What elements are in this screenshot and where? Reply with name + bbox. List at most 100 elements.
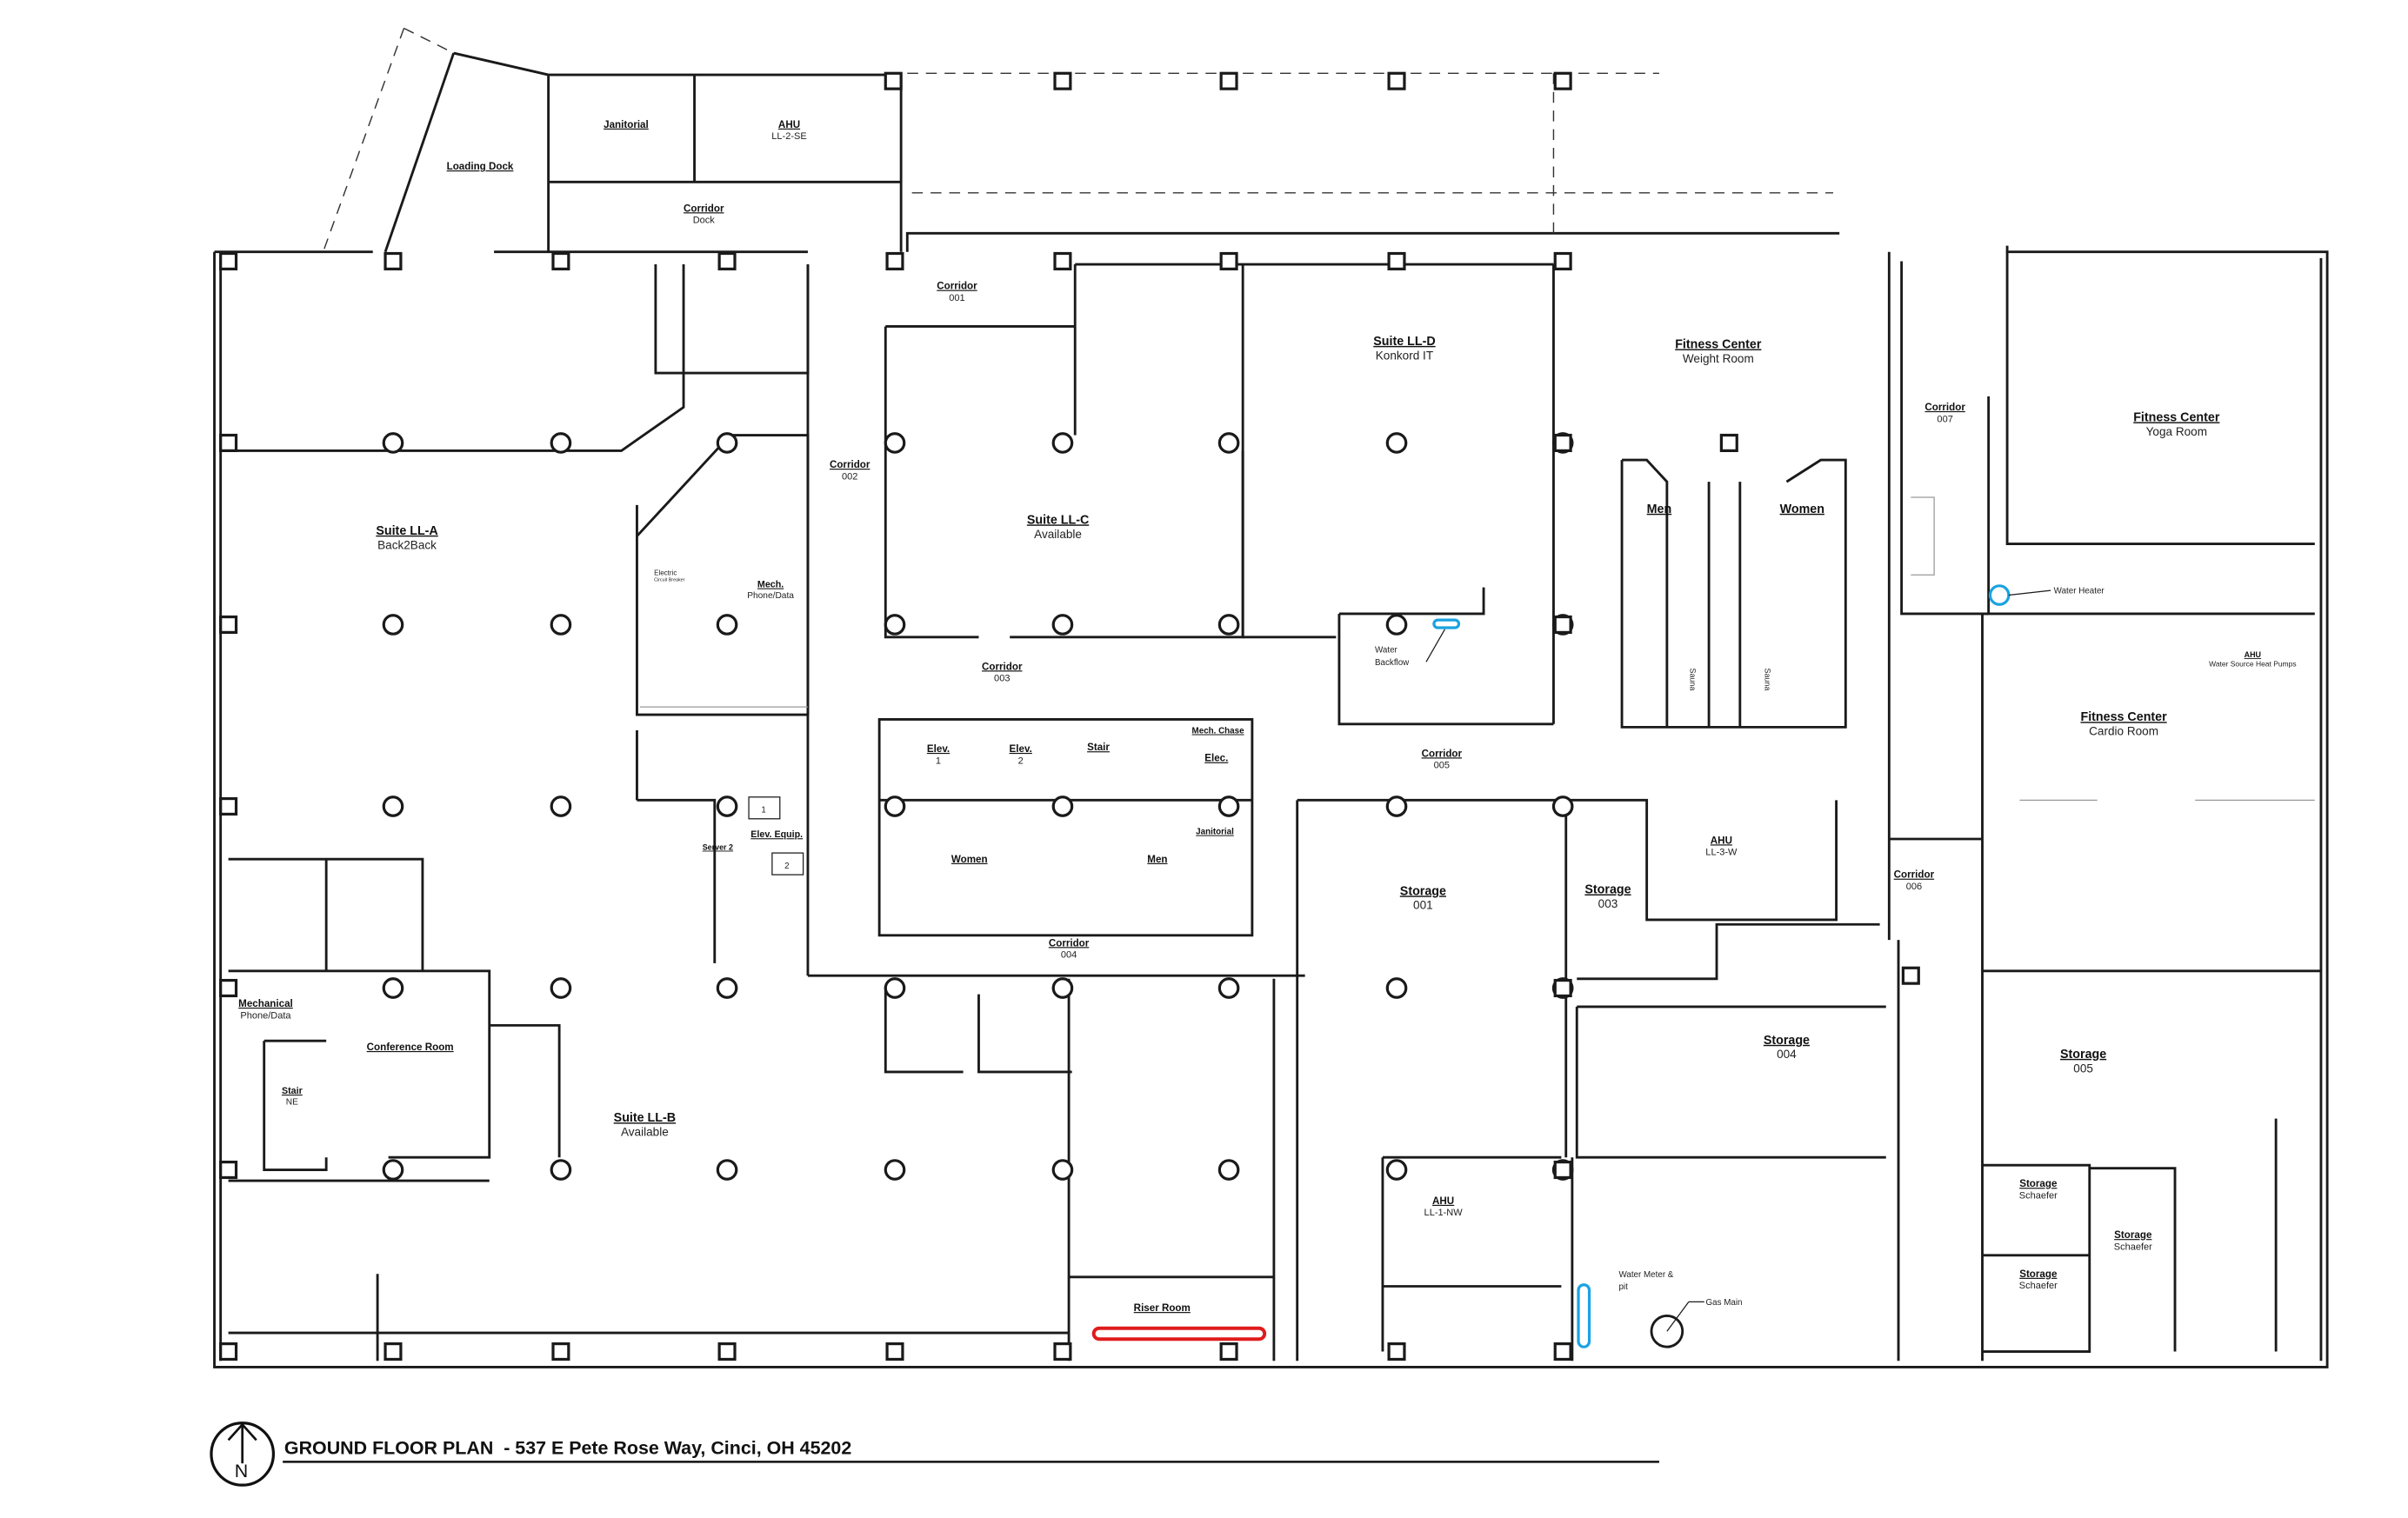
column-square xyxy=(551,251,570,270)
column-round xyxy=(382,432,404,454)
sauna-label-b: Sauna xyxy=(1763,668,1771,690)
room-name: Stair xyxy=(282,1086,303,1096)
room-subtitle: Water Source Heat Pumps xyxy=(2209,659,2296,668)
water-heater-label: Water Heater xyxy=(2054,587,2105,596)
room-label: Mech.Phone/Data xyxy=(747,580,794,601)
column-square xyxy=(1553,615,1572,635)
wall-segment xyxy=(636,729,717,963)
room-name: Corridor xyxy=(982,661,1023,672)
room-name: Mechanical xyxy=(238,998,293,1009)
wall-segment xyxy=(884,986,1072,1074)
column-round xyxy=(884,432,906,454)
column-square xyxy=(1387,1342,1406,1362)
walls xyxy=(213,27,2329,1368)
room-name: Storage xyxy=(1764,1034,1810,1048)
room-label: Stair xyxy=(1087,742,1110,753)
column-square xyxy=(1719,433,1738,452)
room-subtitle: LL-1-NW xyxy=(1424,1208,1464,1218)
column-square xyxy=(219,1342,238,1362)
room-label: Women xyxy=(951,854,988,865)
room-name: Suite LL-B xyxy=(614,1111,676,1125)
wall-segment xyxy=(1889,837,1983,1362)
sauna-label-a: Sauna xyxy=(1689,668,1698,690)
structural-columns xyxy=(219,71,1920,1362)
column-round xyxy=(716,796,738,817)
room-subtitle: 005 xyxy=(2073,1062,2093,1075)
room-label: Elec. xyxy=(1204,753,1228,764)
room-subtitle: 2 xyxy=(1018,756,1024,766)
room-name: Men xyxy=(1147,854,1167,865)
room-label: Elev. Equip. xyxy=(750,829,803,840)
column-round xyxy=(1217,796,1240,817)
room-name: Suite LL-D xyxy=(1373,335,1435,349)
column-square xyxy=(1387,251,1406,270)
wall-segment xyxy=(263,1039,328,1171)
room-name: Storage xyxy=(2019,1178,2058,1189)
dashed-outline xyxy=(322,27,1659,252)
column-square xyxy=(1053,71,1072,90)
column-square xyxy=(1553,1160,1572,1180)
water-backflow-label: Water xyxy=(1375,646,1398,656)
room-label: Janitorial xyxy=(604,119,649,130)
plan-title-block: N GROUND FLOOR PLAN - 537 E Pete Rose Wa… xyxy=(210,1421,1659,1487)
room-subtitle: Phone/Data xyxy=(747,591,794,601)
column-square xyxy=(1053,1342,1072,1362)
room-name: Stair xyxy=(1087,742,1110,753)
water-backflow-label-2: Backflow xyxy=(1375,658,1410,668)
wall-segment xyxy=(1575,922,1886,1159)
column-round xyxy=(884,614,906,636)
room-subtitle: 004 xyxy=(1061,950,1077,961)
room-name: Fitness Center xyxy=(2133,410,2220,424)
wall-segment xyxy=(228,264,810,452)
gas-main-label: Gas Main xyxy=(1706,1298,1743,1308)
room-name: Corridor xyxy=(1422,748,1463,759)
room-name: Elev. xyxy=(1010,743,1032,755)
column-round xyxy=(716,614,738,636)
wall-segment xyxy=(1982,1163,2177,1353)
room-name: Loading Dock xyxy=(447,161,514,172)
room-name: Server 2 xyxy=(703,843,733,852)
column-round xyxy=(716,977,738,999)
column-round xyxy=(550,796,572,817)
wall-segment xyxy=(1620,458,1847,729)
column-round xyxy=(1385,977,1408,999)
room-name: Storage xyxy=(2114,1229,2152,1241)
column-square xyxy=(1553,433,1572,452)
column-round xyxy=(884,1159,906,1181)
room-name: Conference Room xyxy=(367,1042,454,1053)
column-square xyxy=(1053,251,1072,270)
column-square xyxy=(219,251,238,270)
room-subtitle: Yoga Room xyxy=(2146,425,2207,438)
column-round xyxy=(1385,1159,1408,1181)
room-subtitle: Dock xyxy=(693,216,716,226)
room-name: AHU xyxy=(2245,650,2261,659)
room-name: Fitness Center xyxy=(1675,337,1762,351)
water-meter-icon xyxy=(1577,1283,1591,1348)
column-round xyxy=(1051,977,1074,999)
room-name: Elev. xyxy=(927,743,950,755)
column-round xyxy=(1051,614,1074,636)
plan-title: GROUND FLOOR PLAN - 537 E Pete Rose Way,… xyxy=(284,1437,851,1458)
column-round xyxy=(716,432,738,454)
room-label: Conference Room xyxy=(367,1042,454,1053)
room-label: Elev.1 xyxy=(927,743,950,766)
light-lines xyxy=(640,496,2315,801)
water-meter-label: Water Meter & xyxy=(1618,1270,1673,1280)
room-name: Corridor xyxy=(1049,937,1090,949)
